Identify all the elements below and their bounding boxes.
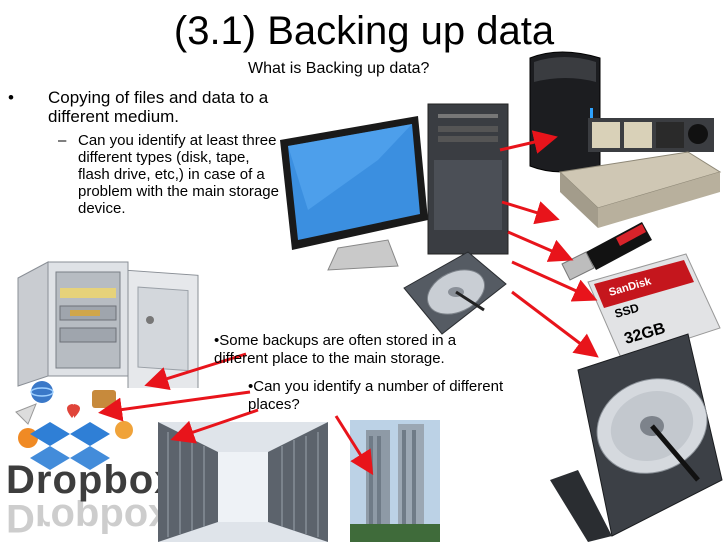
- internal-hard-drive-image: [403, 251, 507, 335]
- note-offsite-backups: •Some backups are often stored in a diff…: [214, 332, 457, 367]
- paper-plane-icon: [15, 403, 37, 425]
- open-hard-drive-image: [550, 333, 723, 542]
- ssd-type-label: SSD: [613, 301, 641, 321]
- sub-bullet-storage-types: – Can you identify at least three differ…: [58, 132, 283, 217]
- slide-title: (3.1) Backing up data: [173, 9, 555, 53]
- note-identify-places: •Can you identify a number of different …: [248, 378, 504, 413]
- sync-icon: [115, 421, 133, 439]
- tape-drive-image: [558, 118, 722, 228]
- dropbox-logo-reflection: Dropbox: [6, 500, 171, 540]
- dropbox-box-icon: [30, 422, 110, 470]
- dropbox-logo-text: Dropbox: [6, 458, 178, 502]
- globe-icon: [31, 381, 53, 403]
- office-towers-image: [350, 420, 440, 542]
- desktop-computer-image: [280, 103, 509, 271]
- briefcase-icon: [92, 390, 116, 408]
- data-center-image: [158, 422, 328, 542]
- bullet-text: Copying of files and data to a different…: [48, 88, 269, 126]
- bullet-dot: •: [8, 88, 14, 107]
- bullet-copying-files: • Copying of files and data to a differe…: [8, 88, 278, 126]
- slide-subtitle: What is Backing up data?: [248, 60, 430, 77]
- fireproof-safe-image: [17, 261, 199, 388]
- sub-bullet-dash: –: [58, 132, 67, 149]
- sub-bullet-text: Can you identify at least three differen…: [78, 132, 279, 217]
- sandisk-ssd-image: SanDisk SSD 32GB: [587, 253, 721, 361]
